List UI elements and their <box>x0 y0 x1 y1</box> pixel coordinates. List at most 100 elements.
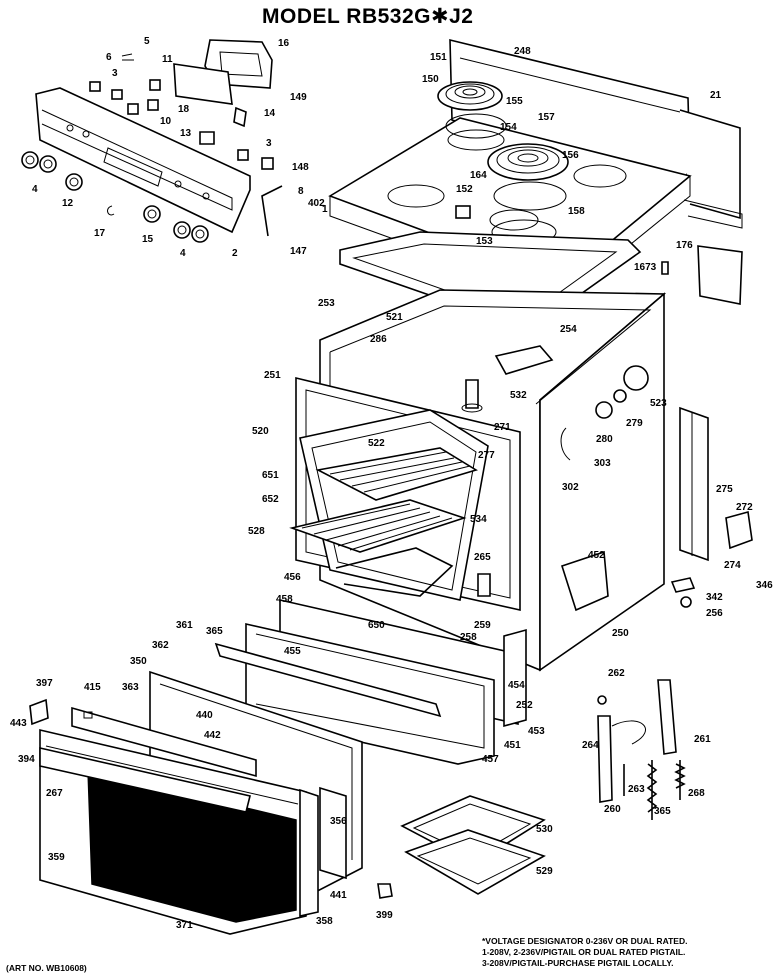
part-number-label: 358 <box>316 916 333 927</box>
part-number-label: 272 <box>736 502 753 513</box>
part-number-label: 254 <box>560 324 577 335</box>
part-number-label: 399 <box>376 910 393 921</box>
part-number-label: 274 <box>724 560 741 571</box>
part-number-label: 10 <box>160 116 172 127</box>
part-number-label: 263 <box>628 784 645 795</box>
part-number-label: 148 <box>292 162 309 173</box>
part-number-label: 157 <box>538 112 555 123</box>
part-number-label: 176 <box>676 240 693 251</box>
part-number-label: 440 <box>196 710 213 721</box>
part-number-label: 6 <box>106 52 112 63</box>
broiler-pan-group <box>400 795 546 895</box>
part-number-label: 152 <box>456 184 473 195</box>
part-number-label: 248 <box>514 46 531 57</box>
part-number-label: 252 <box>516 700 533 711</box>
part-number-label: 302 <box>562 482 579 493</box>
part-number-label: 3 <box>112 68 118 79</box>
part-number-label: 156 <box>562 150 579 161</box>
part-number-label: 158 <box>568 206 585 217</box>
footnote-line: 3-208V/PIGTAIL-PURCHASE PIGTAIL LOCALLY. <box>482 958 674 968</box>
part-number-label: 279 <box>626 418 643 429</box>
part-number-label: 457 <box>482 754 499 765</box>
part-number-label: 455 <box>284 646 301 657</box>
footnote-line: 1-208V, 2-236V/PIGTAIL OR DUAL RATED PIG… <box>482 947 686 957</box>
part-number-label: 363 <box>122 682 139 693</box>
part-number-label: 371 <box>176 920 193 931</box>
page-title: MODEL RB532G✱J2 <box>262 5 474 28</box>
part-number-label: 402 <box>308 198 325 209</box>
control-panel-group <box>21 39 283 243</box>
part-number-label: 286 <box>370 334 387 345</box>
part-number-label: 415 <box>84 682 101 693</box>
part-number-label: 362 <box>152 640 169 651</box>
part-number-label: 267 <box>46 788 63 799</box>
part-number-label: 258 <box>460 632 477 643</box>
part-number-label: 522 <box>368 438 385 449</box>
part-number-label: 17 <box>94 228 106 239</box>
footnote-line: *VOLTAGE DESIGNATOR 0-236V OR DUAL RATED… <box>482 936 688 946</box>
part-number-label: 14 <box>264 108 276 119</box>
part-number-label: 350 <box>130 656 147 667</box>
part-number-label: 154 <box>500 122 517 133</box>
part-number-label: 271 <box>494 422 511 433</box>
part-number-label: 13 <box>180 128 192 139</box>
part-number-label: 280 <box>596 434 613 445</box>
part-number-label: 397 <box>36 678 53 689</box>
part-number-label: 261 <box>694 734 711 745</box>
oven-rack-group <box>289 409 491 601</box>
part-number-label: 277 <box>478 450 495 461</box>
part-number-label: 18 <box>178 104 190 115</box>
part-number-label: 534 <box>470 514 487 525</box>
part-number-label: 453 <box>528 726 545 737</box>
part-number-label: 365 <box>206 626 223 637</box>
part-number-label: 21 <box>710 90 722 101</box>
part-number-label: 147 <box>290 246 307 257</box>
part-number-label: 155 <box>506 96 523 107</box>
part-number-label: 264 <box>582 740 599 751</box>
part-number-label: 521 <box>386 312 403 323</box>
art-number: (ART NO. WB10608) <box>6 963 87 973</box>
part-number-label: 458 <box>276 594 293 605</box>
part-number-label: 359 <box>48 852 65 863</box>
part-number-label: 1673 <box>634 262 657 273</box>
part-number-label: 523 <box>650 398 667 409</box>
part-number-label: 441 <box>330 890 347 901</box>
part-number-label: 652 <box>262 494 279 505</box>
part-number-label: 365 <box>654 806 671 817</box>
drip-pan <box>339 231 642 331</box>
part-number-label: 361 <box>176 620 193 631</box>
part-number-label: 532 <box>510 390 527 401</box>
part-number-label: 253 <box>318 298 335 309</box>
part-number-label: 530 <box>536 824 553 835</box>
part-number-label: 342 <box>706 592 723 603</box>
part-number-label: 259 <box>474 620 491 631</box>
part-number-label: 442 <box>204 730 221 741</box>
part-number-label: 650 <box>368 620 385 631</box>
part-number-label: 262 <box>608 668 625 679</box>
part-number-label: 251 <box>264 370 281 381</box>
knob-icon <box>21 151 209 243</box>
part-number-label: 4 <box>32 184 38 195</box>
part-number-label: 151 <box>430 52 447 63</box>
part-number-label: 529 <box>536 866 553 877</box>
part-number-label: 452 <box>588 550 605 561</box>
part-number-label: 268 <box>688 788 705 799</box>
part-number-label: 11 <box>162 54 173 65</box>
voltage-footnote: *VOLTAGE DESIGNATOR 0-236V OR DUAL RATED… <box>482 936 782 969</box>
part-number-label: 150 <box>422 74 439 85</box>
part-number-label: 2 <box>232 248 238 259</box>
part-number-label: 15 <box>142 234 154 245</box>
part-number-label: 256 <box>706 608 723 619</box>
part-number-label: 528 <box>248 526 265 537</box>
surface-unit-icon <box>437 81 569 245</box>
part-number-label: 454 <box>508 680 525 691</box>
part-number-label: 275 <box>716 484 733 495</box>
part-number-label: 5 <box>144 36 150 47</box>
part-number-label: 260 <box>604 804 621 815</box>
part-number-label: 16 <box>278 38 290 49</box>
part-number-label: 12 <box>62 198 74 209</box>
part-number-label: 456 <box>284 572 301 583</box>
part-number-label: 451 <box>504 740 521 751</box>
